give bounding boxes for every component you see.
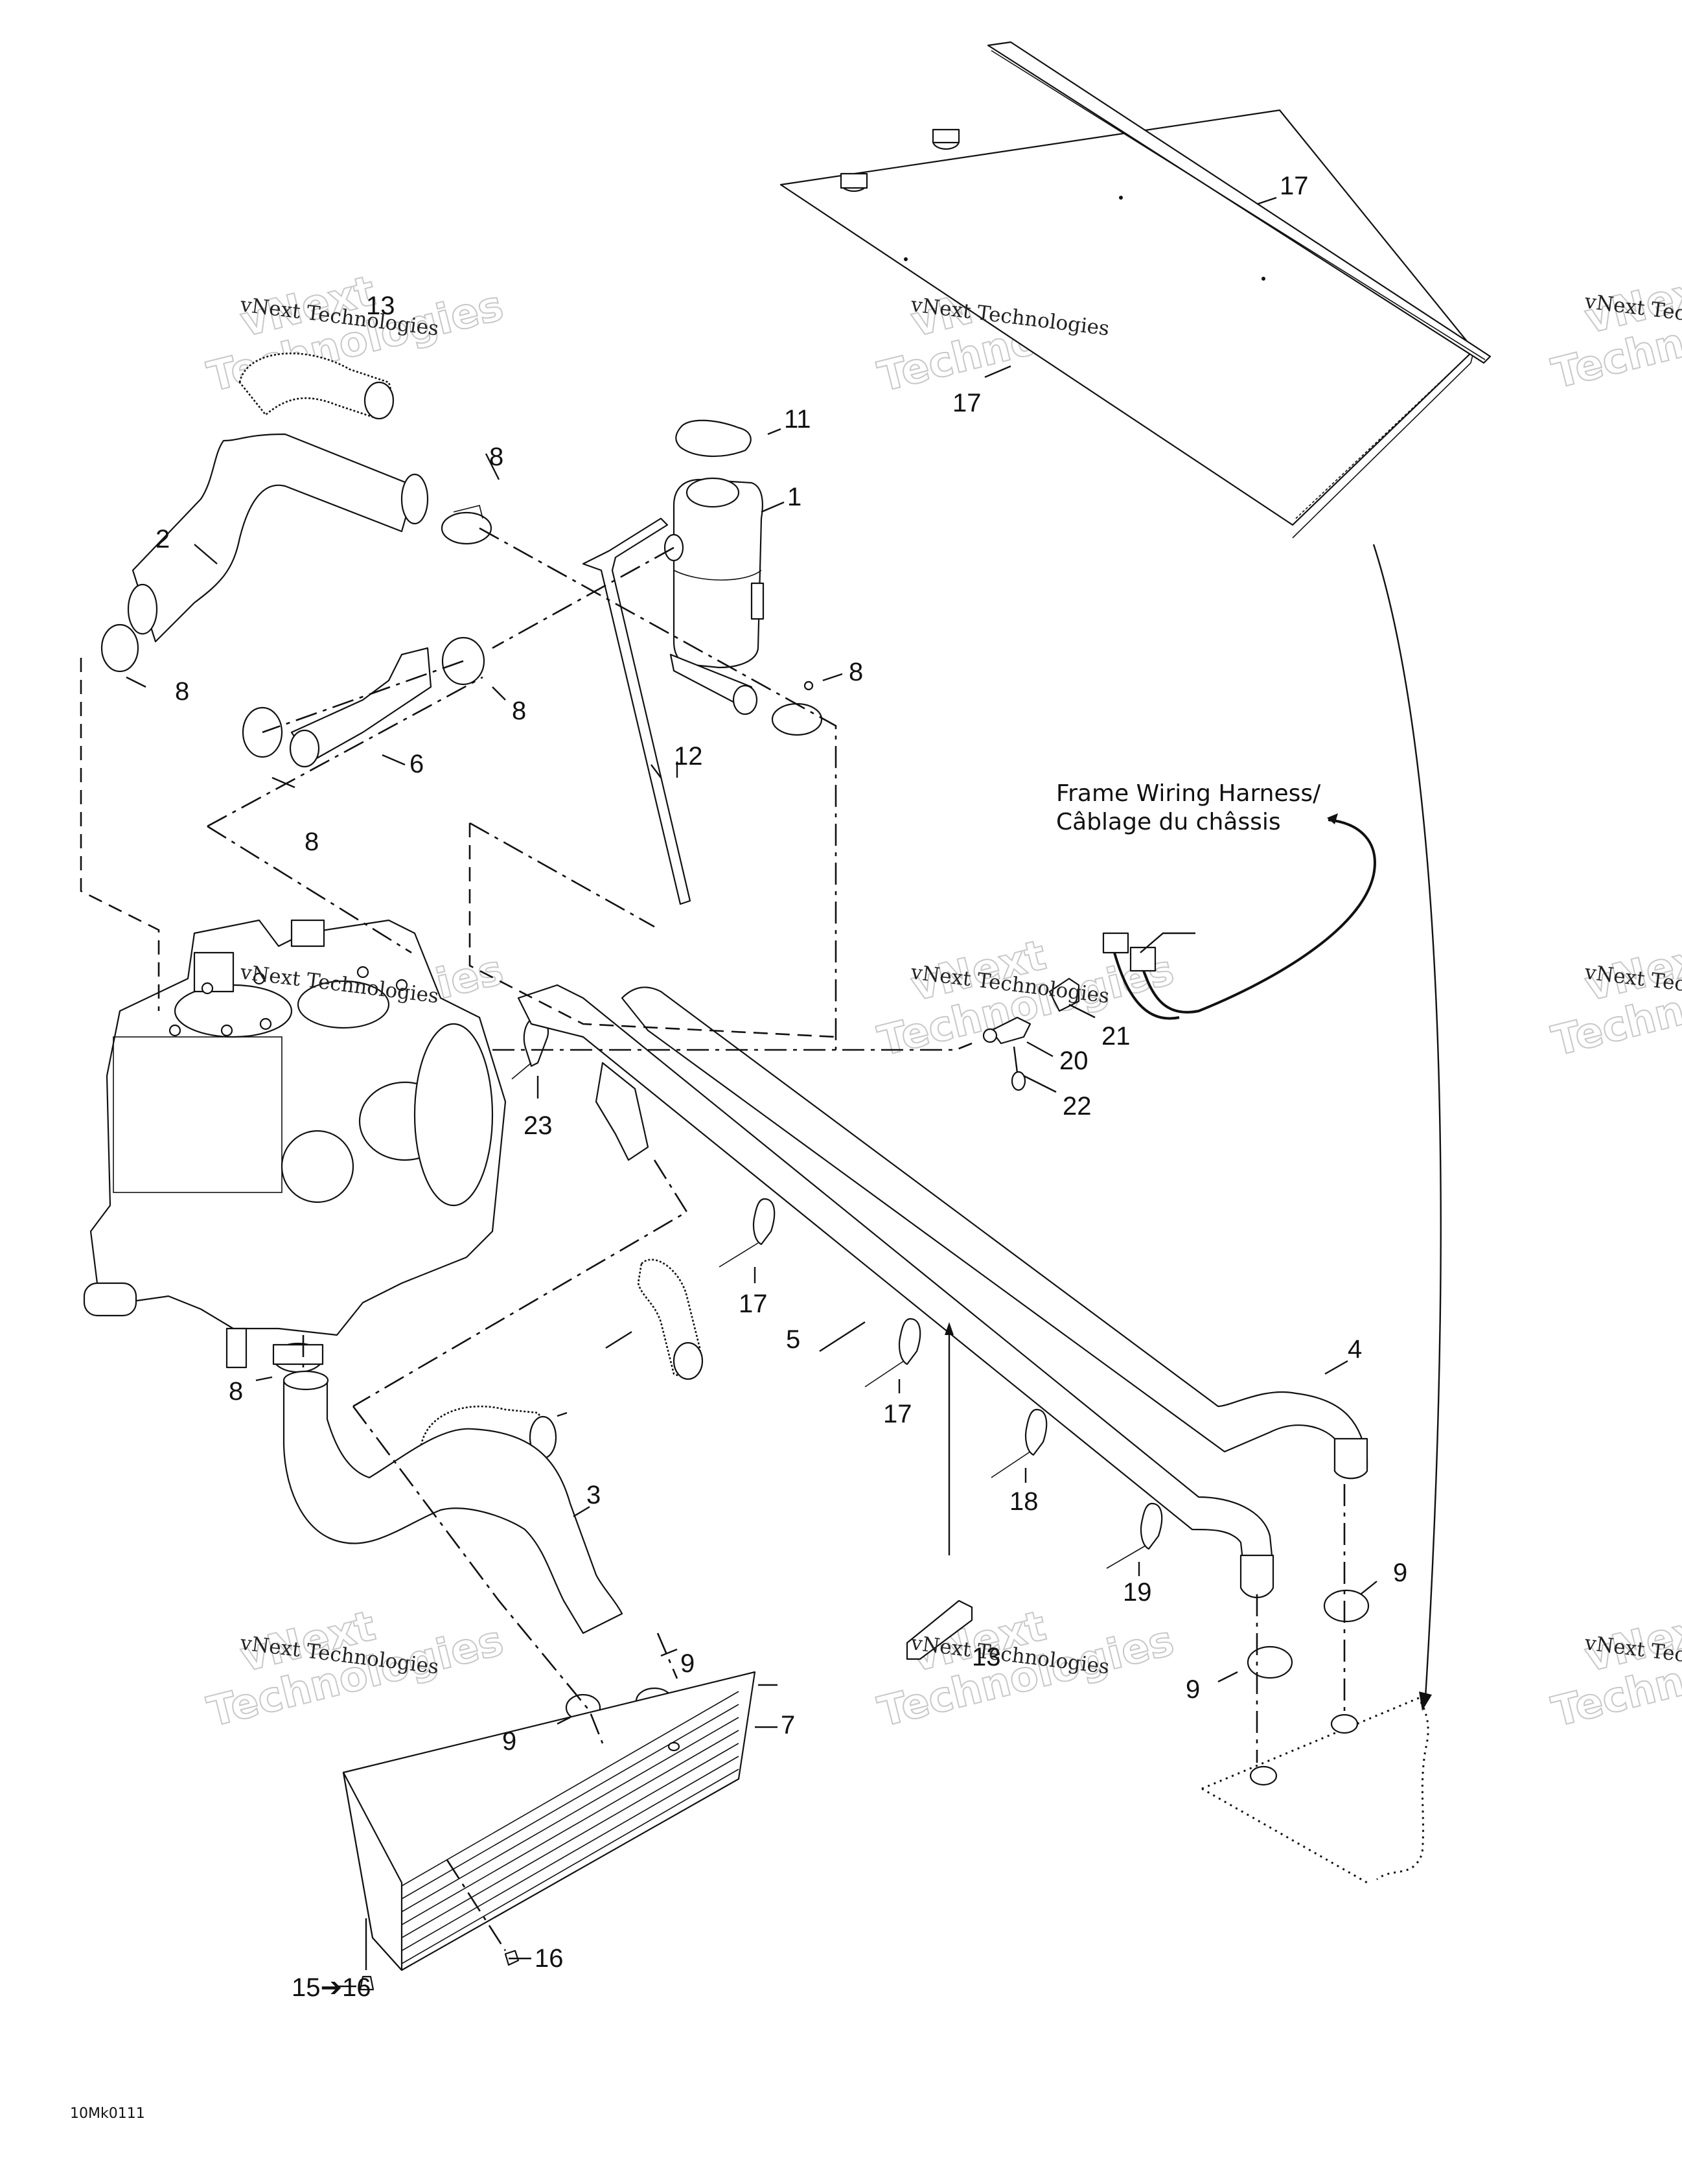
front-heat-exchanger-7 bbox=[342, 1671, 756, 1971]
engine-assembly bbox=[83, 919, 507, 1369]
callout-17: 17 bbox=[739, 1290, 768, 1318]
callout-16: 17 bbox=[1280, 172, 1309, 200]
long-hose-5 bbox=[517, 984, 1274, 1598]
o-ring-20 bbox=[1011, 1071, 1026, 1091]
callout-11: 12 bbox=[674, 742, 703, 771]
callout-6: 6 bbox=[409, 750, 424, 778]
callout-19: 21 bbox=[1101, 1022, 1131, 1051]
callout-2: 2 bbox=[156, 525, 170, 553]
callout-18: 20 bbox=[1059, 1047, 1089, 1075]
callout-9: 9 bbox=[1393, 1559, 1407, 1587]
callout-5: 5 bbox=[786, 1325, 800, 1354]
callout-13: 16 bbox=[535, 1944, 564, 1973]
callout-20: 22 bbox=[1063, 1092, 1092, 1121]
callout-8: 8 bbox=[229, 1377, 243, 1406]
sensor-connector bbox=[1048, 977, 1080, 1012]
callout-3: 3 bbox=[586, 1481, 601, 1509]
callout-9: 9 bbox=[502, 1727, 516, 1756]
frame-outline bbox=[1201, 1697, 1429, 1884]
callout-12: 13 bbox=[366, 292, 395, 320]
callout-9: 9 bbox=[1186, 1675, 1200, 1704]
lower-hose-3 bbox=[282, 1370, 623, 1634]
corrugated-hose-12 bbox=[238, 353, 395, 420]
harness-connectors-22 bbox=[1102, 813, 1376, 1020]
rivets-13 bbox=[359, 1949, 520, 1991]
protector-strip bbox=[987, 41, 1492, 364]
callout-8: 8 bbox=[489, 443, 503, 471]
foam-block-11 bbox=[906, 1599, 973, 1660]
callout-15-16: 17 bbox=[952, 389, 982, 417]
callout-8: 8 bbox=[849, 658, 863, 686]
callout-21: 23 bbox=[524, 1111, 553, 1140]
harness-label-line1: Frame Wiring Harness/ bbox=[1056, 780, 1321, 807]
callout-4: 4 bbox=[1348, 1335, 1362, 1364]
clamp-8-group bbox=[100, 505, 823, 1373]
upper-hose-2 bbox=[127, 433, 429, 643]
tie-raps-17 bbox=[719, 1198, 1163, 1569]
callout-8: 8 bbox=[175, 677, 189, 706]
callout-10: 11 bbox=[784, 405, 811, 434]
callout-11: 13 bbox=[972, 1643, 1001, 1671]
callout-17: 19 bbox=[1123, 1578, 1152, 1607]
harness-note: Frame Wiring Harness/ Câblage du châssis bbox=[1056, 780, 1321, 835]
callout-7: 7 bbox=[781, 1711, 795, 1739]
callout-8: 8 bbox=[305, 828, 319, 856]
assembly-lines bbox=[80, 527, 1442, 1970]
figure-code: 10Mk0111 bbox=[70, 2106, 145, 2122]
callout-1: 1 bbox=[787, 483, 801, 511]
callout-17: 17 bbox=[883, 1400, 912, 1428]
callout-9: 9 bbox=[680, 1649, 695, 1678]
callout-13: 15➔16 bbox=[292, 1973, 371, 2002]
coolant-reservoir bbox=[663, 477, 765, 715]
callout-8: 8 bbox=[512, 697, 526, 725]
vent-hose-11 bbox=[582, 517, 691, 905]
pressure-cap bbox=[675, 419, 752, 458]
rear-heat-exchanger bbox=[779, 109, 1475, 539]
temperature-sensor bbox=[982, 1016, 1031, 1045]
callout-17: 18 bbox=[1009, 1487, 1039, 1516]
long-hose-4 bbox=[621, 986, 1368, 1480]
callout-labels: 11 1 2 3 4 5 6 7 8 8 8 8 8 8 9 9 9 9 12 … bbox=[156, 172, 1407, 2002]
connector-hose-6 bbox=[289, 647, 432, 768]
harness-label-line2: Câblage du châssis bbox=[1056, 809, 1281, 835]
leader-lines bbox=[126, 196, 1377, 1988]
